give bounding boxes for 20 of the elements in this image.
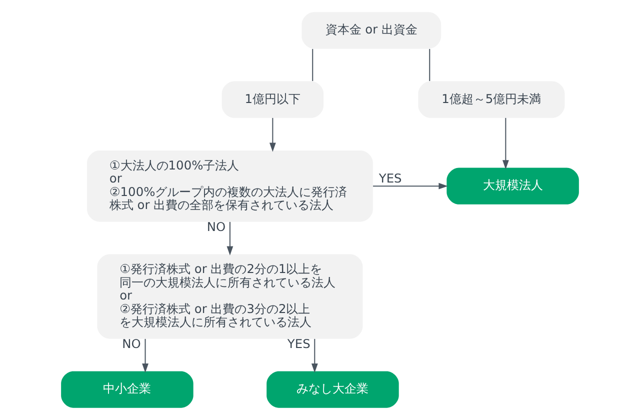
arrow [373,182,448,190]
node-box: ①発行済株式 or 出費の2分の1以上を同一の大規模法人に所有されている法人 or ②発行済株式 or 出費の3分の2以上を大規模法人に所有されている法人 [97,254,363,339]
arrow [142,338,148,373]
arrow [311,338,318,373]
node-box: 1億円以下 [222,81,324,118]
connector [312,48,314,82]
arrow [502,118,509,170]
arrow [269,118,276,152]
edge-label: YES [378,172,402,186]
arrow [226,222,234,256]
edge-label: NO [206,220,226,234]
connector [429,48,430,82]
node-box: 資本金 or 出資金 [302,12,442,49]
node-box: みなし大企業 [266,371,399,408]
node-box: 中小企業 [61,371,194,408]
edge-label: NO [122,337,141,352]
node-box: ①大法人の100%子法人 or ②100%グループ内の複数の大法人に発行済株式 or 出費の全部を保有されている法人 [87,150,373,222]
node-box: 1億超～5億円未満 [418,81,565,118]
node-box: 大規模法人 [446,168,579,204]
edge-label: YES [287,337,310,352]
